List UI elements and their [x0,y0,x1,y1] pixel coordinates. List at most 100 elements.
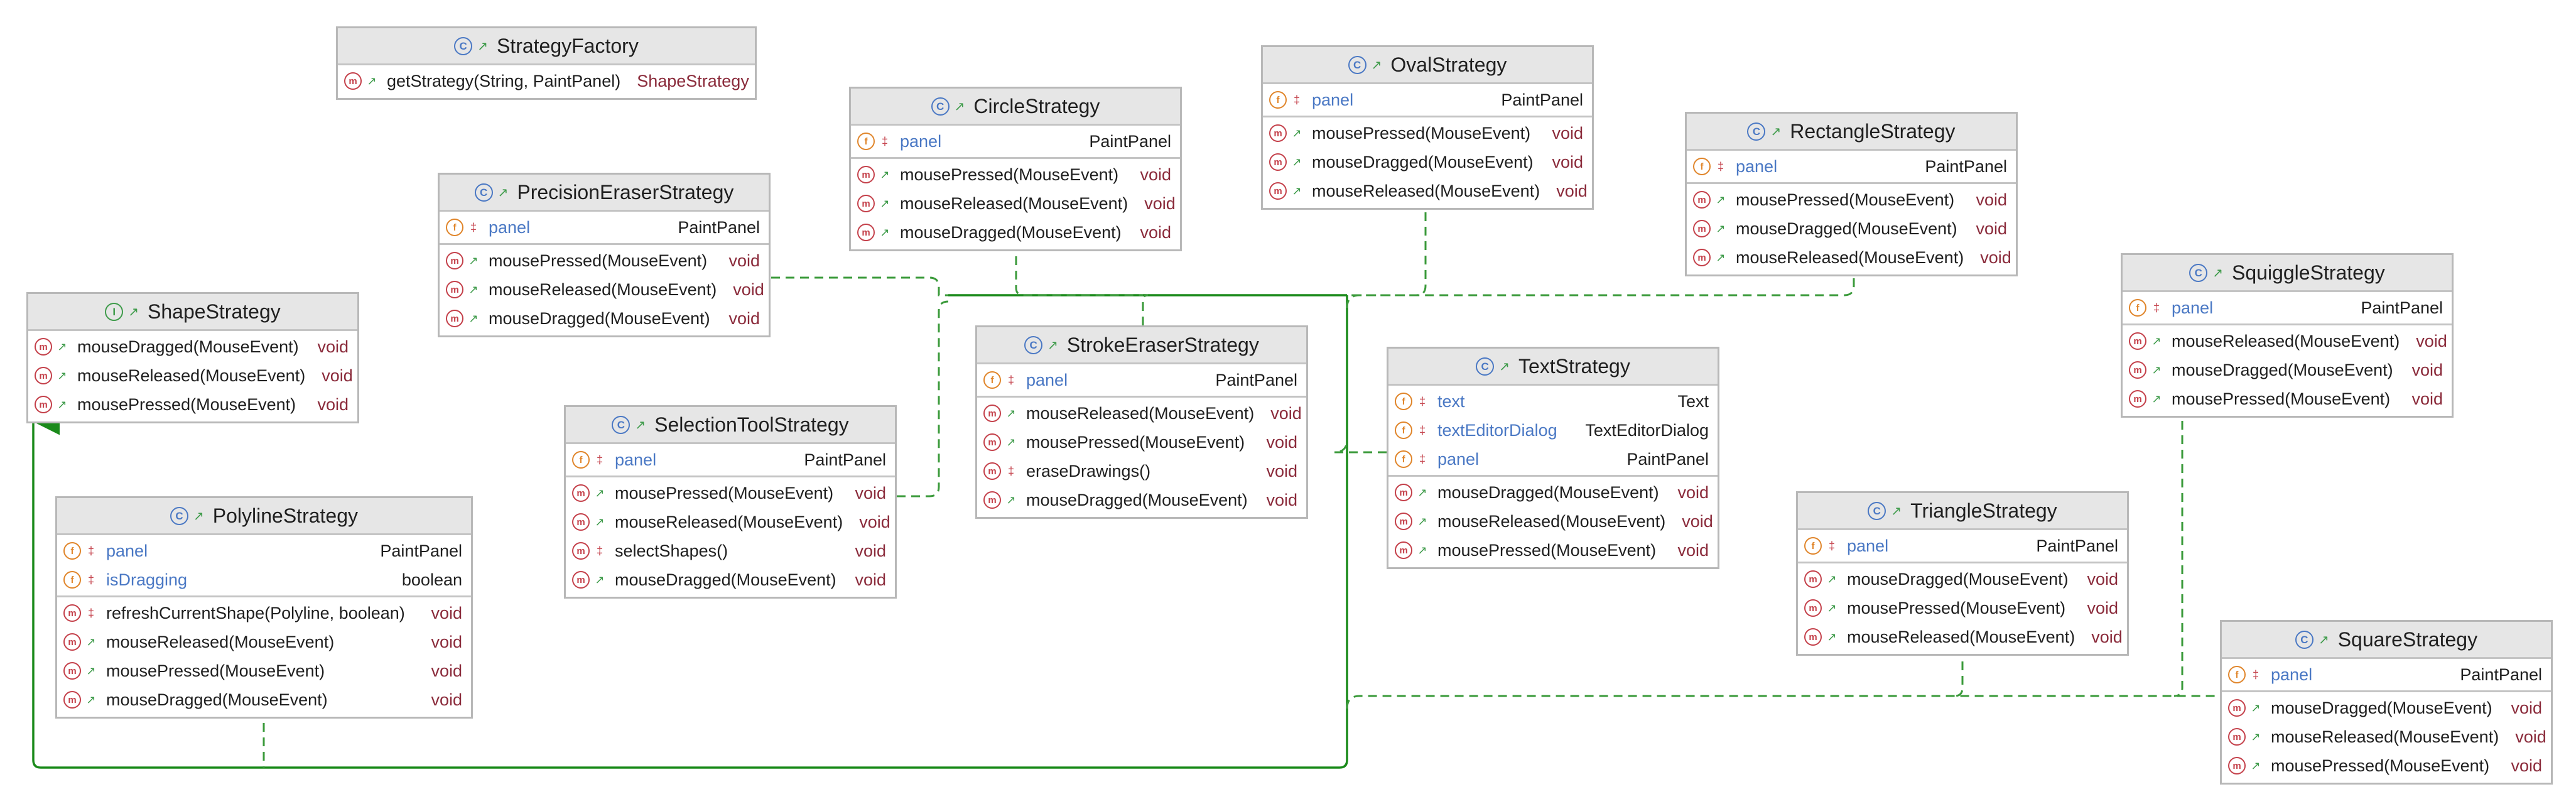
method-row[interactable]: m↗mousePressed(MouseEvent)void [1263,119,1592,148]
public-access-icon: ↗ [1292,155,1302,168]
method-row[interactable]: m↗mouseReleased(MouseEvent)void [1687,243,2016,272]
class-header: C↗TriangleStrategy [1798,493,2127,530]
method-row[interactable]: m↗mouseReleased(MouseEvent)void [57,628,471,656]
method-row[interactable]: m↗mousePressed(MouseEvent)void [28,390,357,419]
method-row[interactable]: m↗mouseDragged(MouseEvent)void [851,218,1180,247]
method-row[interactable]: m↗mouseDragged(MouseEvent)void [440,304,769,333]
method-signature: getStrategy(String, PaintPanel) [387,71,621,90]
return-type: void [1552,152,1583,171]
realization-strokeeraser [1142,294,1149,325]
method-row[interactable]: m↗mouseReleased(MouseEvent)void [2222,722,2551,751]
method-row[interactable]: m↗mousePressed(MouseEvent)void [1798,594,2127,622]
method-m-icon: m [35,396,52,413]
method-row[interactable]: m↗mousePressed(MouseEvent)void [851,160,1180,189]
method-row[interactable]: m↗mouseReleased(MouseEvent)void [1388,507,1718,536]
method-signature: mouseReleased(MouseEvent) [1437,511,1666,531]
method-row[interactable]: m↗mousePressed(MouseEvent)void [57,656,471,685]
public-access-icon: ↗ [86,664,96,677]
method-row[interactable]: m↗getStrategy(String, PaintPanel)ShapeSt… [338,67,755,95]
field-name: panel [1312,90,1354,109]
method-row[interactable]: m‡eraseDrawings()void [977,457,1306,486]
method-row[interactable]: m↗mouseReleased(MouseEvent)void [28,361,357,390]
method-m-icon: m [63,662,81,680]
method-signature: mouseReleased(MouseEvent) [1736,247,1964,267]
method-signature: mousePressed(MouseEvent) [489,251,708,270]
method-m-icon: m [2129,390,2146,408]
method-row[interactable]: m↗mousePressed(MouseEvent)void [1687,185,2016,214]
method-m-icon: m [446,252,463,269]
method-row[interactable]: m↗mouseDragged(MouseEvent)void [1798,565,2127,594]
method-row[interactable]: m↗mousePressed(MouseEvent)void [2222,751,2551,780]
method-row[interactable]: m↗mouseReleased(MouseEvent)void [851,189,1180,218]
method-row[interactable]: m↗mouseDragged(MouseEvent)void [977,486,1306,514]
method-signature: mouseDragged(MouseEvent) [106,690,328,709]
method-signature: mousePressed(MouseEvent) [77,394,296,414]
method-row[interactable]: m↗mouseDragged(MouseEvent)void [1687,214,2016,243]
method-row[interactable]: m↗mouseReleased(MouseEvent)void [2123,327,2452,356]
class-header: C↗CircleStrategy [851,89,1180,126]
method-row[interactable]: m↗mouseDragged(MouseEvent)void [2123,356,2452,384]
class-header: C↗StrokeEraserStrategy [977,327,1306,364]
public-access-icon: ↗ [2151,334,2162,347]
class-header: C↗SquiggleStrategy [2123,255,2452,292]
method-row[interactable]: m↗mouseReleased(MouseEvent)void [1263,177,1592,205]
field-type: PaintPanel [1215,370,1297,389]
method-signature: mouseDragged(MouseEvent) [1312,152,1534,171]
method-row[interactable]: m↗mouseDragged(MouseEvent)void [28,332,357,361]
method-row[interactable]: m↗mouseDragged(MouseEvent)void [57,685,471,714]
method-row[interactable]: m‡selectShapes()void [566,536,895,565]
public-access-icon: ↗ [880,168,890,181]
class-name: PolylineStrategy [212,504,358,527]
method-signature: mousePressed(MouseEvent) [1437,540,1657,560]
method-row[interactable]: m‡refreshCurrentShape(Polyline, boolean)… [57,599,471,628]
method-row[interactable]: m↗mouseDragged(MouseEvent)void [1388,478,1718,507]
method-row[interactable]: m↗mousePressed(MouseEvent)void [440,246,769,275]
realization-rectangle [1346,264,1855,308]
method-row[interactable]: m↗mousePressed(MouseEvent)void [566,479,895,508]
return-type: void [431,690,462,709]
return-type: void [1556,181,1588,200]
method-row[interactable]: m↗mouseReleased(MouseEvent)void [566,508,895,536]
method-row[interactable]: m↗mouseDragged(MouseEvent)void [566,565,895,594]
method-row[interactable]: m↗mousePressed(MouseEvent)void [2123,384,2452,413]
method-row[interactable]: m↗mouseReleased(MouseEvent)void [1798,622,2127,651]
method-row[interactable]: m↗mouseReleased(MouseEvent)void [977,399,1306,428]
method-row[interactable]: m↗mousePressed(MouseEvent)void [1388,536,1718,565]
public-access-icon: ↗ [595,486,605,499]
method-row[interactable]: m↗mouseDragged(MouseEvent)void [1263,148,1592,177]
method-row[interactable]: m↗mousePressed(MouseEvent)void [977,428,1306,457]
return-type: void [322,366,353,385]
field-type: PaintPanel [1501,90,1583,109]
method-signature: mouseReleased(MouseEvent) [106,632,335,651]
method-row[interactable]: m↗mouseDragged(MouseEvent)void [2222,693,2551,722]
method-m-icon: m [983,405,1001,422]
method-row[interactable]: m↗mouseReleased(MouseEvent)void [440,275,769,304]
